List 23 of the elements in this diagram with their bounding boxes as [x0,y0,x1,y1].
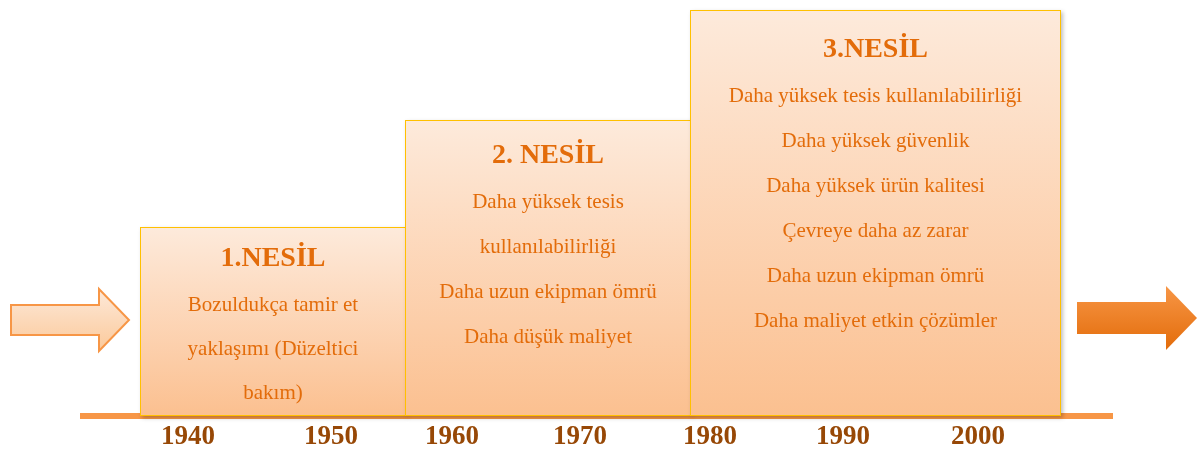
feature-text: Daha düşük maliyet [464,323,632,350]
feature-text: Daha yüksek güvenlik [781,127,970,154]
year-label: 2000 [950,419,1006,452]
feature-text: Daha uzun ekipman ömrü [439,278,657,305]
generation-heading: 1.NESİL [220,240,326,274]
feature-text: Çevreye daha az zarar [782,217,969,244]
feature-text: Daha yüksek tesis kullanılabilirliği [728,82,1023,109]
year-label: 1970 [552,419,608,452]
year-label: 1990 [815,419,871,452]
year-label: 1940 [160,419,216,452]
feature-text: Daha yüksek tesis kullanılabilirliği [471,188,625,260]
generation-box [690,10,1061,416]
feature-text: Daha yüksek ürün kalitesi [766,172,985,199]
generation-heading: 3.NESİL [822,31,928,65]
generation-box [140,227,406,416]
feature-text: Daha maliyet etkin çözümler [753,307,998,334]
year-label: 1960 [424,419,480,452]
year-label: 1980 [682,419,738,452]
year-label: 1950 [303,419,359,452]
generation-heading: 2. NESİL [491,137,604,171]
feature-text: Daha uzun ekipman ömrü [766,262,985,289]
generation-box [405,120,691,416]
feature-text: Bozuldukça tamir et yaklaşımı (Düzeltici bakım) [186,291,360,406]
